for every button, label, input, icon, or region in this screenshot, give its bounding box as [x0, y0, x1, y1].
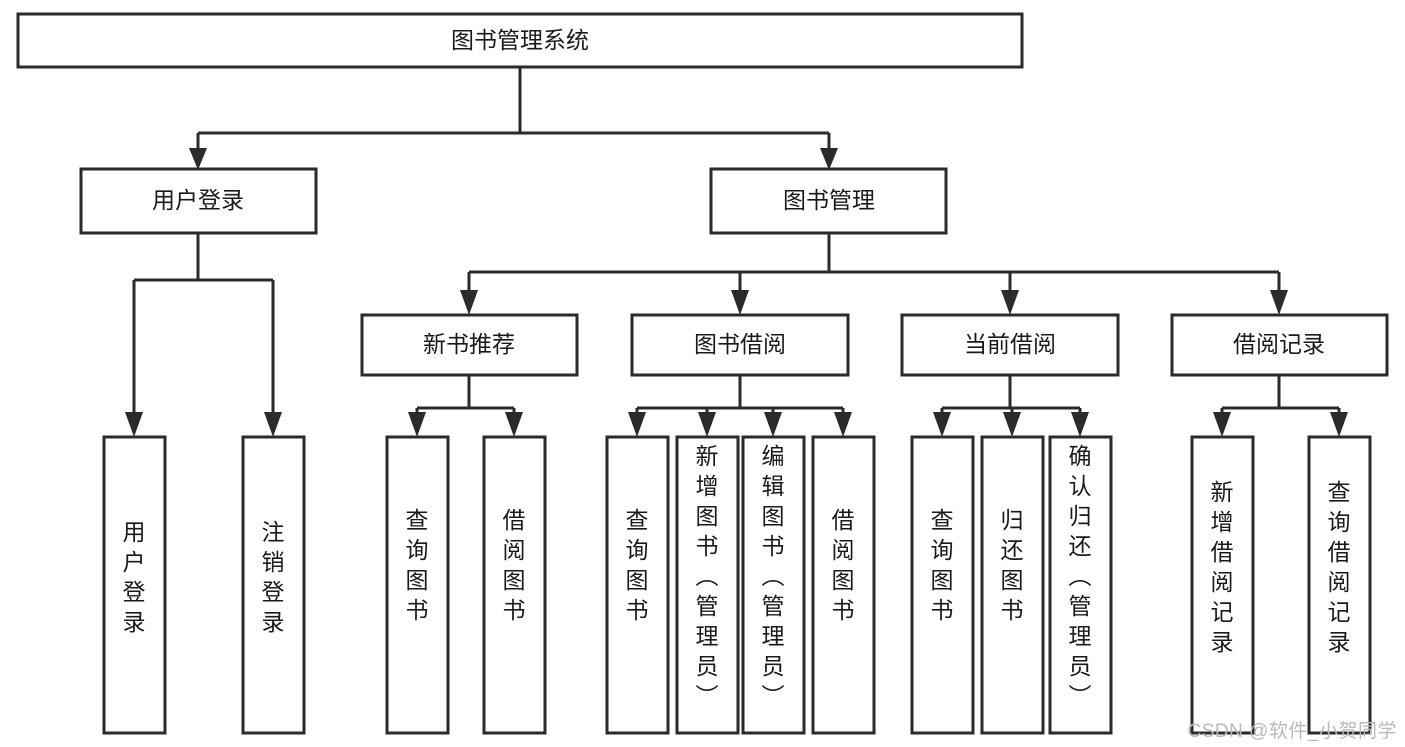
arrow-head-leaf-logout-login [264, 412, 282, 437]
node-new-book-rec-label: 新书推荐 [423, 331, 515, 357]
arrow-head-leaf-query-book-2 [628, 412, 646, 437]
arrow-head-user-login [189, 148, 207, 170]
connector-group [125, 67, 1348, 437]
node-book-manage-label: 图书管理 [783, 187, 875, 213]
node-leaf-confirm-return-label: 确认归还︵管理员︶ [1069, 443, 1092, 709]
node-leaf-logout-login-label: 注销登录 [262, 519, 285, 635]
node-leaf-borrow-book-2[interactable]: 借阅图书 [811, 435, 876, 735]
node-borrow-record[interactable]: 借阅记录 [1170, 313, 1389, 377]
node-book-borrow-box[interactable] [630, 313, 850, 377]
node-new-book-rec[interactable]: 新书推荐 [360, 313, 579, 377]
arrow-head-leaf-confirm-return [1071, 412, 1089, 437]
node-leaf-logout-login[interactable]: 注销登录 [241, 435, 306, 735]
node-current-borrow-box[interactable] [900, 313, 1120, 377]
arrow-head-leaf-borrow-book-1 [505, 412, 523, 437]
node-leaf-add-record-box[interactable] [1190, 435, 1255, 735]
node-user-login[interactable]: 用户登录 [79, 167, 318, 235]
node-root-label: 图书管理系统 [451, 27, 589, 53]
arrow-head-leaf-borrow-book-2 [834, 412, 852, 437]
arrow-head-current-borrow [1001, 290, 1019, 315]
node-current-borrow[interactable]: 当前借阅 [900, 313, 1120, 377]
node-leaf-edit-book-label: 编辑图书︵管理员︶ [762, 443, 785, 709]
node-leaf-borrow-book-2-box[interactable] [811, 435, 876, 735]
node-leaf-query-book-3[interactable]: 查询图书 [910, 435, 975, 735]
node-leaf-logout-login-box[interactable] [241, 435, 306, 735]
node-leaf-query-record-label: 查询借阅记录 [1328, 479, 1351, 655]
node-leaf-query-book-3-box[interactable] [910, 435, 975, 735]
arrow-head-leaf-edit-book [764, 412, 782, 437]
node-leaf-query-book-1-box[interactable] [385, 435, 450, 735]
node-user-login-box[interactable] [79, 167, 318, 235]
node-leaf-query-record[interactable]: 查询借阅记录 [1307, 435, 1372, 735]
node-leaf-user-login-box[interactable] [102, 435, 167, 735]
arrow-head-leaf-query-book-1 [408, 412, 426, 437]
node-leaf-borrow-book-2-label: 借阅图书 [832, 507, 855, 623]
node-leaf-query-book-1[interactable]: 查询图书 [385, 435, 450, 735]
arrow-head-book-manage [820, 148, 838, 170]
node-leaf-confirm-return-box[interactable] [1048, 435, 1113, 735]
node-leaf-return-book-label: 归还图书 [1001, 507, 1024, 623]
node-leaf-query-book-1-label: 查询图书 [406, 507, 429, 623]
node-book-borrow[interactable]: 图书借阅 [630, 313, 850, 377]
node-leaf-edit-book-box[interactable] [741, 435, 806, 735]
node-leaf-add-book[interactable]: 新增图书︵管理员︶ [675, 435, 740, 735]
node-leaf-return-book-box[interactable] [980, 435, 1045, 735]
node-leaf-edit-book[interactable]: 编辑图书︵管理员︶ [741, 435, 806, 735]
arrow-head-leaf-user-login [125, 412, 143, 437]
arrow-head-leaf-add-record [1213, 412, 1231, 437]
node-leaf-query-book-2[interactable]: 查询图书 [605, 435, 670, 735]
arrow-head-book-borrow [731, 290, 749, 315]
node-borrow-record-label: 借阅记录 [1233, 331, 1325, 357]
arrow-head-leaf-query-book-3 [933, 412, 951, 437]
node-book-manage-box[interactable] [709, 167, 948, 235]
node-leaf-query-record-box[interactable] [1307, 435, 1372, 735]
node-leaf-add-book-box[interactable] [675, 435, 740, 735]
node-leaf-query-book-2-box[interactable] [605, 435, 670, 735]
arrow-head-leaf-return-book [1003, 412, 1021, 437]
node-leaf-confirm-return[interactable]: 确认归还︵管理员︶ [1048, 435, 1113, 735]
node-leaf-borrow-book-1[interactable]: 借阅图书 [482, 435, 547, 735]
node-leaf-add-book-label: 新增图书︵管理员︶ [696, 443, 719, 709]
arrow-head-leaf-add-book [698, 412, 716, 437]
node-leaf-add-record[interactable]: 新增借阅记录 [1190, 435, 1255, 735]
arrow-head-borrow-record [1270, 290, 1288, 315]
node-leaf-borrow-book-1-label: 借阅图书 [503, 507, 526, 623]
node-leaf-query-book-2-label: 查询图书 [626, 507, 649, 623]
node-leaf-user-login[interactable]: 用户登录 [102, 435, 167, 735]
node-current-borrow-label: 当前借阅 [964, 331, 1056, 357]
node-leaf-user-login-label: 用户登录 [123, 519, 146, 635]
node-user-login-label: 用户登录 [152, 187, 244, 213]
csdn-watermark: CSDN @软件_小贺同学 [1187, 721, 1397, 742]
node-book-manage[interactable]: 图书管理 [709, 167, 948, 235]
arrow-head-leaf-query-record [1330, 412, 1348, 437]
node-leaf-add-record-label: 新增借阅记录 [1211, 479, 1234, 655]
node-leaf-query-book-3-label: 查询图书 [931, 507, 954, 623]
node-book-borrow-label: 图书借阅 [694, 331, 786, 357]
node-new-book-rec-box[interactable] [360, 313, 579, 377]
node-borrow-record-box[interactable] [1170, 313, 1389, 377]
node-root-box[interactable] [16, 12, 1024, 69]
node-leaf-return-book[interactable]: 归还图书 [980, 435, 1045, 735]
node-root[interactable]: 图书管理系统 [16, 12, 1024, 69]
arrow-head-new-book-rec [460, 290, 478, 315]
node-leaf-borrow-book-1-box[interactable] [482, 435, 547, 735]
